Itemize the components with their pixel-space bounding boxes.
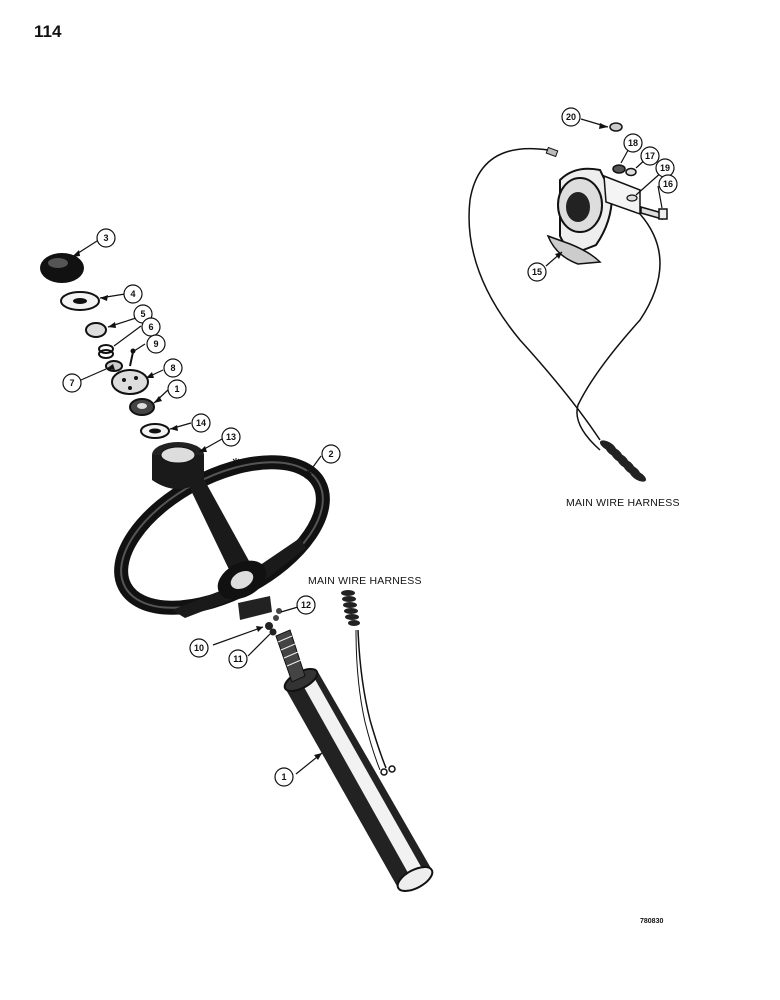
- callout-19: 19: [660, 163, 670, 173]
- callout-10: 10: [194, 643, 204, 653]
- steering-wheel: [114, 442, 330, 620]
- callout-circles: [62, 107, 678, 787]
- callout-4: 4: [130, 289, 135, 299]
- callout-9: 9: [153, 339, 158, 349]
- callout-2: 2: [328, 449, 333, 459]
- figure-code: 780830: [640, 918, 664, 925]
- page-number: 114: [34, 22, 62, 41]
- main-wire-harness-label-right: MAIN WIRE HARNESS: [566, 497, 680, 509]
- callout-arrows: [72, 123, 608, 760]
- callout-8: 8: [170, 363, 175, 373]
- shaft-spring-parts: [265, 608, 282, 636]
- callout-3: 3: [103, 233, 108, 243]
- callout-1-nut: 1: [174, 384, 179, 394]
- callout-20: 20: [566, 112, 576, 122]
- steering-column: [275, 629, 434, 892]
- callout-17: 17: [645, 151, 655, 161]
- callout-18: 18: [628, 138, 638, 148]
- callout-numbers: 3 4 5 6 9 7 8 1 14 13 2 10 11 12 1 20 18…: [69, 112, 673, 782]
- callout-5: 5: [140, 309, 145, 319]
- callout-15: 15: [532, 267, 542, 277]
- main-wire-harness-label-center: MAIN WIRE HARNESS: [308, 575, 422, 587]
- horn-assembly: [545, 122, 668, 265]
- right-wire-harness: [468, 147, 661, 482]
- callout-16: 16: [663, 179, 673, 189]
- callout-14: 14: [196, 418, 206, 428]
- callout-7: 7: [69, 378, 74, 388]
- callout-13: 13: [226, 432, 236, 442]
- center-wire-harness: [341, 590, 396, 776]
- callout-11: 11: [233, 654, 243, 664]
- callout-6: 6: [148, 322, 153, 332]
- horn-button-parts: [40, 253, 170, 439]
- callout-1-column: 1: [281, 772, 286, 782]
- callout-12: 12: [301, 600, 311, 610]
